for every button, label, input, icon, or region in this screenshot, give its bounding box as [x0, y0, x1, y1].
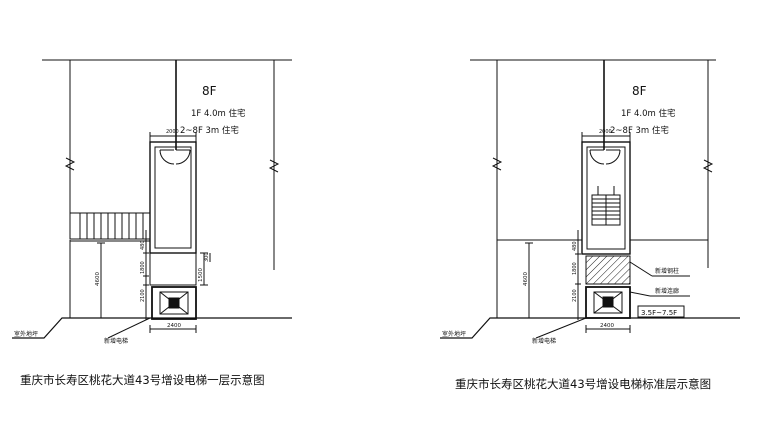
elevator-label: 新增电梯 — [104, 337, 128, 345]
interior-stair-treads — [592, 195, 620, 225]
ground-label: 室外地坪 — [14, 330, 38, 338]
leader-landing — [629, 291, 651, 297]
break-mark — [64, 157, 76, 171]
landing-label: 新增连廊 — [655, 287, 679, 295]
floors-label: 8F — [632, 84, 647, 98]
leader-elevator — [107, 317, 151, 339]
note-typical: 2~8F 3m 住宅 — [610, 125, 669, 136]
dim-1500-text: 1500 — [198, 268, 204, 282]
dim-v1-text: 480 — [572, 241, 578, 251]
break-mark — [491, 157, 503, 171]
dim-v2-text: 1800 — [572, 262, 578, 275]
stair-block — [69, 212, 151, 240]
car-counterweight — [602, 296, 614, 308]
stairwell-inner — [586, 146, 626, 250]
dim-v2-text: 1800 — [140, 261, 146, 274]
dim-bottom-text: 2400 — [600, 323, 614, 329]
caption-left: 重庆市长寿区桃花大道43号增设电梯一层示意图 — [20, 373, 265, 387]
ground-label: 室外地坪 — [442, 330, 466, 338]
new-landing-hatch — [585, 255, 631, 285]
dim-top-text: 2000 — [166, 129, 179, 135]
door-swing — [175, 149, 191, 165]
note-1f: 1F 4.0m 住宅 — [621, 108, 676, 119]
door-swing — [605, 149, 621, 165]
leader-corridor — [629, 261, 653, 277]
caption-right: 重庆市长寿区桃花大道43号增设电梯标准层示意图 — [455, 377, 712, 391]
leader-elevator — [535, 317, 587, 339]
dim-v3-text: 2100 — [572, 289, 578, 302]
levels-label: 3.5F~7.5F — [641, 309, 677, 317]
dim-bottom-text: 2400 — [167, 323, 181, 329]
ground-line — [12, 317, 292, 339]
elevator-shaft — [151, 286, 197, 320]
pit-area — [149, 252, 197, 286]
note-typical: 2~8F 3m 住宅 — [180, 125, 239, 136]
elevator-car — [593, 291, 623, 314]
dim-top-text: 2000 — [599, 129, 612, 135]
dim-4600-text: 4600 — [523, 272, 529, 286]
stairwell — [149, 141, 197, 254]
break-mark — [268, 159, 280, 173]
ground-line — [440, 317, 740, 339]
car-counterweight — [168, 297, 180, 309]
dim-4600-text: 4600 — [95, 272, 101, 286]
elevator-label: 新增电梯 — [532, 337, 556, 345]
dim-v1-text: 480 — [140, 240, 146, 250]
door-swing — [159, 149, 175, 165]
door-swing — [589, 149, 605, 165]
elevator-car — [159, 291, 189, 315]
corridor-label: 新增钢柱 — [655, 267, 679, 275]
level-box — [637, 305, 685, 318]
stairwell-inner — [154, 146, 192, 249]
dim-small-text: 300 — [204, 252, 210, 262]
right-drawing — [440, 59, 740, 339]
stair-treads — [79, 213, 144, 239]
dim-v3-text: 2100 — [140, 289, 146, 302]
note-1f: 1F 4.0m 住宅 — [191, 108, 246, 119]
left-drawing — [12, 59, 292, 339]
break-mark — [702, 159, 714, 173]
stairwell — [581, 141, 631, 255]
floors-label: 8F — [202, 84, 217, 98]
